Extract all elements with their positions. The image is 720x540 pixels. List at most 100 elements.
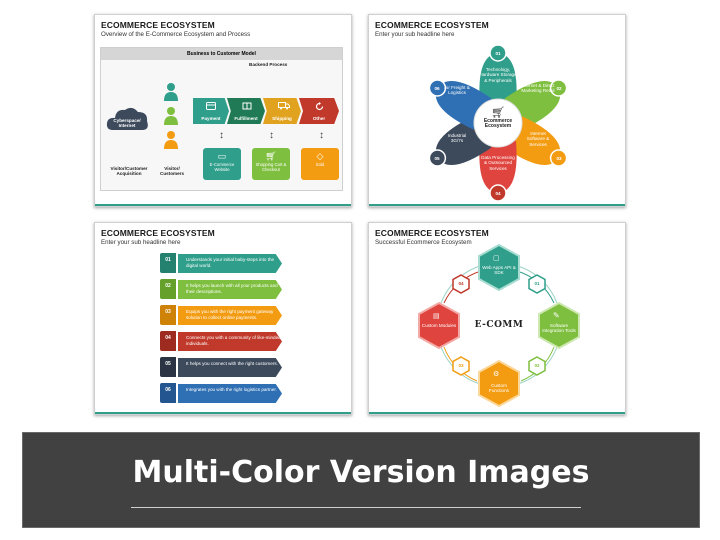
badge-number: 02 bbox=[556, 86, 562, 91]
petal-label: Data Processing & Outsourced Services bbox=[481, 155, 515, 171]
ecosystem-cycle-diagram bbox=[418, 243, 580, 408]
item-text: It helps you launch with all your produc… bbox=[178, 280, 282, 299]
step-label: Fulfillment bbox=[234, 116, 258, 121]
node-label: Custom Functions bbox=[489, 383, 509, 394]
number-badge bbox=[428, 149, 447, 167]
hex-node-custom-modules bbox=[418, 301, 460, 350]
number-badge bbox=[549, 149, 568, 167]
slide-accent-bar bbox=[369, 412, 625, 414]
tile-label: Shopping Cart & Checkout bbox=[255, 162, 287, 172]
cart-icon: 🛒︎ bbox=[265, 151, 277, 161]
cloud-icon bbox=[106, 107, 148, 130]
node-label: Software Integration Tools bbox=[542, 323, 576, 334]
slide-ecosystem-list[interactable]: ECOMMERCE ECOSYSTEM Enter your sub headl… bbox=[94, 222, 352, 415]
wrench-icon: ✎ bbox=[553, 311, 560, 320]
cloud-label: Cyberspace/ Internet bbox=[113, 118, 141, 129]
item-number: 03 bbox=[160, 305, 176, 325]
tile-ecommerce-website: ▭ E-Commerce Website bbox=[203, 148, 241, 180]
petal-label: Industrial 3G/7s bbox=[447, 133, 467, 144]
badge-number: 04 bbox=[458, 281, 464, 286]
badge-number: 01 bbox=[534, 281, 540, 286]
visitors-label: Visitor/ Customers bbox=[160, 166, 184, 177]
petal-label: Internet Software & Services bbox=[526, 131, 550, 147]
tile-label: Sold bbox=[315, 162, 325, 167]
petal-04 bbox=[479, 141, 517, 193]
arrow-icon: ↕ bbox=[219, 130, 224, 141]
hex-badge-03 bbox=[452, 356, 470, 376]
hex-node-custom-functions bbox=[478, 359, 520, 408]
step-label: Payment bbox=[201, 116, 221, 121]
item-number: 06 bbox=[160, 383, 176, 403]
badge-number: 03 bbox=[458, 363, 464, 368]
monitor-icon: ▭ bbox=[217, 151, 227, 161]
card-icon bbox=[206, 102, 216, 110]
arrow-icon: ↕ bbox=[269, 130, 274, 141]
person-icon bbox=[164, 83, 178, 101]
item-text: Connects you with a community of like-mi… bbox=[178, 332, 282, 351]
slide-accent-bar bbox=[369, 204, 625, 206]
petal-01 bbox=[479, 53, 517, 105]
tile-shopping-cart: 🛒︎ Shopping Cart & Checkout bbox=[252, 148, 290, 180]
backend-label: Backend Process bbox=[249, 62, 288, 67]
badge-number: 04 bbox=[495, 191, 501, 196]
slide-subtitle: Successful Ecommerce Ecosystem bbox=[375, 239, 472, 246]
item-number: 04 bbox=[160, 331, 176, 351]
center-label: E-COMM bbox=[474, 320, 524, 330]
title-banner: Multi-Color Version Images bbox=[22, 432, 700, 528]
node-label: Custom Modules bbox=[421, 323, 457, 328]
item-text: Understands your initial baby-steps into… bbox=[178, 254, 282, 273]
number-badge bbox=[428, 79, 447, 97]
hex-badge-04 bbox=[452, 274, 470, 294]
hex-badge-02 bbox=[528, 356, 546, 376]
slide-subtitle: Overview of the E-Commerce Ecosystem and… bbox=[101, 31, 251, 38]
acquisition-label: Visitor/Customer Acquisition bbox=[110, 166, 148, 177]
item-number: 05 bbox=[160, 357, 176, 377]
badge-number: 06 bbox=[434, 86, 440, 91]
process-step-fulfillment: Fulfillment bbox=[227, 98, 265, 124]
modules-icon: ▤ bbox=[433, 313, 440, 320]
hex-node-web-apps bbox=[478, 243, 520, 292]
tag-icon: ◇ bbox=[316, 151, 324, 161]
badge-number: 05 bbox=[434, 156, 440, 161]
slide-title: ECOMMERCE ECOSYSTEM bbox=[101, 20, 215, 30]
number-badge bbox=[489, 44, 507, 62]
slide-accent-bar bbox=[95, 412, 351, 414]
refresh-icon bbox=[315, 102, 324, 111]
slide-title: ECOMMERCE ECOSYSTEM bbox=[101, 228, 215, 238]
model-title: Business to Customer Model bbox=[101, 48, 342, 60]
slide-ecosystem-overview[interactable]: ECOMMERCE ECOSYSTEM Overview of the E-Co… bbox=[94, 14, 352, 207]
gear-icon: ⚙ bbox=[493, 371, 500, 378]
banner-underline bbox=[131, 507, 581, 508]
hex-badge-01 bbox=[528, 274, 546, 294]
slide-ecosystem-cycle[interactable]: ECOMMERCE ECOSYSTEM Successful Ecommerce… bbox=[368, 222, 626, 415]
hex-node-software-tools bbox=[538, 301, 580, 350]
badge-number: 01 bbox=[495, 51, 501, 56]
item-number: 02 bbox=[160, 279, 176, 299]
slide-accent-bar bbox=[95, 204, 351, 206]
b2c-model-panel: Business to Customer Model Backend Proce… bbox=[100, 47, 343, 191]
person-icon bbox=[164, 107, 178, 125]
tile-sold: ◇ Sold bbox=[301, 148, 339, 180]
process-step-payment: Payment bbox=[193, 98, 229, 124]
item-text: It helps you connect with the right cust… bbox=[178, 358, 282, 377]
person-icon bbox=[164, 131, 178, 149]
number-badge bbox=[489, 184, 507, 202]
step-label: Other bbox=[312, 116, 326, 121]
item-text: Equips you with the right payment gatewa… bbox=[178, 306, 282, 325]
petal-label: Air Freight & Logistics bbox=[444, 85, 470, 96]
step-label: Shipping bbox=[272, 116, 292, 121]
slide-ecosystem-flower[interactable]: ECOMMERCE ECOSYSTEM Enter your sub headl… bbox=[368, 14, 626, 207]
badge-number: 02 bbox=[534, 363, 540, 368]
box-icon bbox=[242, 102, 252, 110]
banner-title: Multi-Color Version Images bbox=[132, 455, 590, 490]
slide-subtitle: Enter your sub headline here bbox=[101, 239, 181, 246]
tile-label: E-Commerce Website bbox=[209, 162, 235, 172]
cart-icon: 🛒︎ bbox=[491, 107, 505, 119]
node-label: Web Apps API & SDK bbox=[482, 265, 516, 276]
center-label: Ecommerce Ecosystem bbox=[483, 118, 513, 130]
arrow-icon: ↕ bbox=[319, 130, 324, 141]
truck-icon bbox=[278, 102, 290, 110]
petal-label: Internet & Direct Marketing Retail bbox=[521, 83, 555, 94]
ecosystem-flower-diagram bbox=[428, 44, 568, 202]
